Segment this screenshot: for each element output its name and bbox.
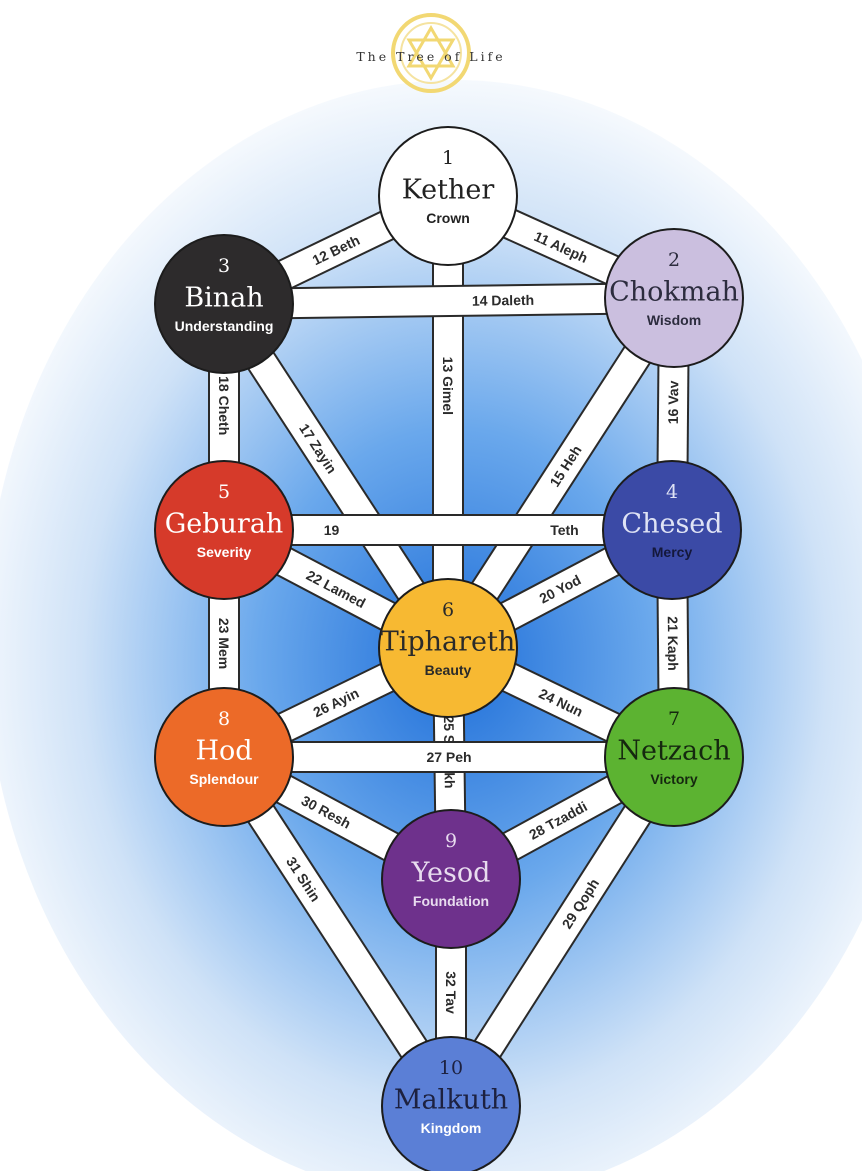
sephirah-disc [156,236,292,372]
path-14-label: 14 Daleth [472,292,534,309]
sephirah-disc [606,689,742,825]
sephirah-name: Binah [184,283,263,314]
path-19-number: 19 [324,522,340,538]
path-13-gimel: 13 Gimel [432,196,464,648]
sephirah-number: 6 [442,599,454,621]
sephirah-number: 3 [218,255,230,277]
sephirah-meaning: Victory [650,771,697,787]
sephirah-name: Tiphareth [381,627,516,658]
sephirah-number: 10 [439,1057,463,1079]
path-16-label: 16 Vav [665,380,681,424]
sephirah-meaning: Crown [426,210,470,226]
sephirah-disc [383,1038,519,1171]
sephirah-name: Hod [195,736,252,767]
sephirah-meaning: Mercy [652,544,693,560]
sephirah-name: Chokmah [609,277,739,308]
path-14-daleth: 14 Daleth [223,282,675,320]
sephirah-meaning: Foundation [413,893,489,909]
star-of-david-emblem [391,13,471,93]
sephirah-name: Kether [402,175,495,206]
path-27-label: 27 Peh [426,749,471,765]
path-band [223,284,675,318]
sephirah-meaning: Understanding [175,318,274,334]
path-23-label: 23 Mem [216,618,232,669]
sephirah-name: Yesod [411,858,491,889]
sephirah-number: 7 [668,708,680,730]
path-21-label: 21 Kaph [665,616,681,671]
sephirah-meaning: Beauty [425,662,472,678]
path-13-label: 13 Gimel [440,357,456,415]
sephirah-meaning: Kingdom [421,1120,482,1136]
sephirah-number: 2 [668,249,680,271]
sephirah-name: Malkuth [394,1085,508,1116]
path-18-label: 18 Cheth [216,376,232,435]
sephirah-number: 9 [445,830,457,852]
sephirah-meaning: Splendour [189,771,259,787]
sephirah-disc [604,462,740,598]
sephirah-name: Netzach [617,736,730,767]
sephirah-disc [383,811,519,947]
sephirah-number: 4 [666,481,678,503]
sephirah-number: 5 [218,481,230,503]
sephirah-disc [156,689,292,825]
sephirah-disc [606,230,742,366]
path-32-label: 32 Tav [443,971,459,1014]
sephirah-meaning: Severity [197,544,252,560]
sephirah-name: Chesed [621,509,722,540]
path-19-letter: Teth [550,522,579,538]
sephirah-name: Geburah [165,509,284,540]
sephirah-number: 1 [442,147,454,169]
sephirah-number: 8 [218,708,230,730]
page-title: The Tree of Life [356,49,506,64]
sephirah-disc [156,462,292,598]
path-19-teth: 19 Teth [224,514,672,546]
sephirah-disc [380,128,516,264]
sephirah-meaning: Wisdom [647,312,701,328]
sephirah-disc [380,580,516,716]
path-27-peh: 27 Peh [224,741,674,773]
